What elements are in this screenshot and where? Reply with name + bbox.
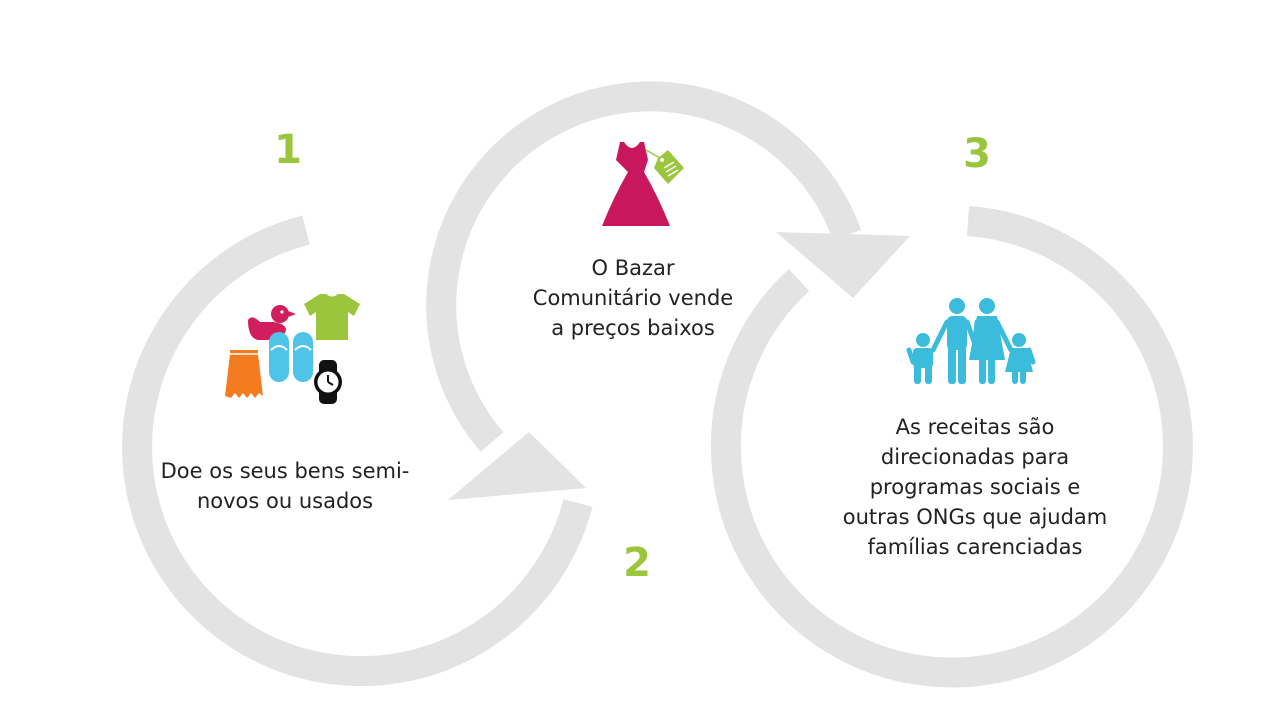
arc-2	[426, 81, 862, 452]
slippers-icon	[269, 332, 313, 382]
step-3-number: 3	[963, 131, 991, 177]
step-1-text: Doe os seus bens semi- novos ou usados	[160, 459, 410, 513]
duck-icon	[248, 305, 296, 340]
price-tag-icon	[645, 149, 684, 184]
arc-1	[122, 215, 593, 687]
step-1-number: 1	[274, 127, 302, 173]
watch-icon	[314, 360, 342, 404]
donated-items-icon	[225, 294, 360, 404]
skirt-icon	[225, 350, 263, 398]
dress-icon	[602, 142, 670, 226]
t-shirt-icon	[304, 294, 360, 340]
arrowhead-1	[448, 432, 586, 500]
arc-3	[710, 206, 1193, 688]
step-3-text: As receitas são direcionadas para progra…	[842, 415, 1108, 559]
step-2-number: 2	[623, 540, 651, 586]
arrowhead-2	[776, 232, 910, 298]
step-2-text: O Bazar Comunitário vende a preços baixo…	[532, 256, 734, 340]
family-icon	[906, 298, 1036, 384]
dress-tag-icon	[602, 142, 684, 226]
